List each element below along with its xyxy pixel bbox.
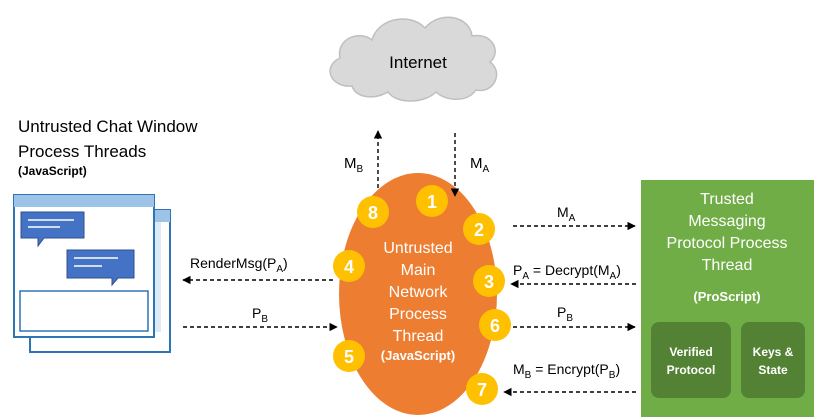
trusted-lang: (ProScript) xyxy=(693,289,760,304)
step-badge-8: 8 xyxy=(357,196,389,228)
step-badge-2: 2 xyxy=(463,213,495,245)
trusted-line3: Protocol Process xyxy=(667,235,788,252)
chat-window-front xyxy=(13,194,155,338)
trusted-line2: Messaging xyxy=(688,213,765,230)
keys-state-line1: Keys & xyxy=(753,345,794,359)
label-pb-left: PB xyxy=(252,305,268,325)
internet-label: Internet xyxy=(389,53,447,72)
chat-window-lang: (JavaScript) xyxy=(18,164,87,178)
svg-text:2: 2 xyxy=(474,220,484,240)
internet-cloud: Internet xyxy=(329,16,498,102)
main-process-line2: Main xyxy=(401,262,436,279)
keys-state-line2: State xyxy=(758,363,788,377)
keys-state-box xyxy=(741,322,805,398)
main-process-line1: Untrusted xyxy=(383,240,452,257)
step-badge-3: 3 xyxy=(473,265,505,297)
main-process-line3: Network xyxy=(389,284,449,301)
label-ma-to-trusted: MA xyxy=(557,204,576,224)
svg-text:7: 7 xyxy=(477,380,487,400)
svg-text:8: 8 xyxy=(368,203,378,223)
svg-text:4: 4 xyxy=(344,257,354,277)
step-badge-6: 6 xyxy=(479,309,511,341)
svg-text:3: 3 xyxy=(484,272,494,292)
svg-text:5: 5 xyxy=(344,347,354,367)
main-process-node: Untrusted Main Network Process Thread (J… xyxy=(339,173,497,415)
main-process-line4: Process xyxy=(389,306,447,323)
main-process-lang: (JavaScript) xyxy=(381,348,455,363)
chat-window-title-line2: Process Threads xyxy=(18,142,146,161)
label-decrypt: PA = Decrypt(MA) xyxy=(513,262,621,282)
svg-text:1: 1 xyxy=(427,192,437,212)
label-encrypt: MB = Encrypt(PB) xyxy=(513,361,620,381)
label-ma-down: MA xyxy=(470,155,490,175)
step-badge-1: 1 xyxy=(416,185,448,217)
chat-window-title-line1: Untrusted Chat Window xyxy=(18,117,198,136)
step-badge-7: 7 xyxy=(466,373,498,405)
verified-protocol-box xyxy=(651,322,731,398)
verified-protocol-line2: Protocol xyxy=(667,363,716,377)
svg-text:6: 6 xyxy=(490,316,500,336)
label-pb-right: PB xyxy=(557,304,573,324)
label-mb-up: MB xyxy=(344,155,364,175)
trusted-line4: Thread xyxy=(702,257,753,274)
trusted-line1: Trusted xyxy=(700,191,754,208)
trusted-process-node: Trusted Messaging Protocol Process Threa… xyxy=(641,180,814,417)
main-process-line5: Thread xyxy=(393,328,444,345)
verified-protocol-line1: Verified xyxy=(669,345,712,359)
chat-input-box xyxy=(19,290,149,332)
step-badge-5: 5 xyxy=(333,340,365,372)
step-badge-4: 4 xyxy=(333,250,365,282)
label-render-msg: RenderMsg(PA) xyxy=(190,255,288,275)
